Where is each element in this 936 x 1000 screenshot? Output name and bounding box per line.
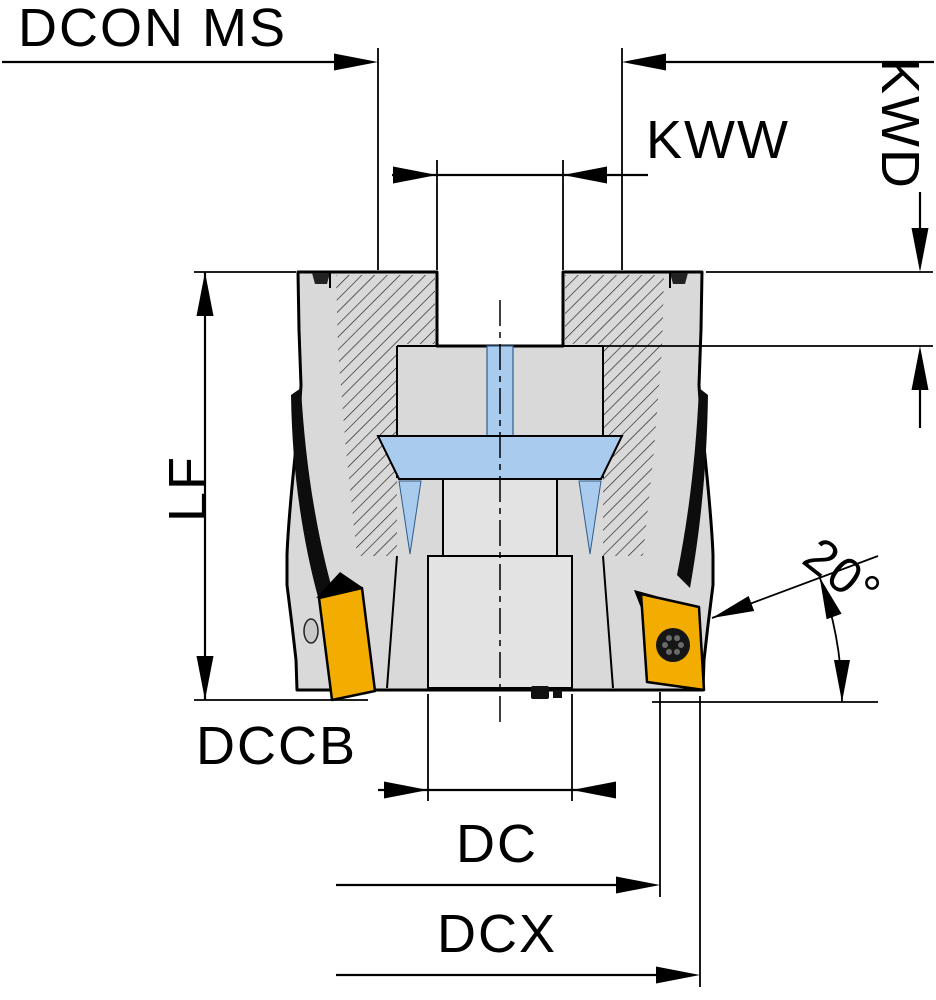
insert-left [317, 586, 377, 702]
arrowhead [616, 876, 660, 894]
chip-gash-left [291, 388, 331, 597]
clamp-screw-tip-small [553, 690, 562, 698]
label-lf: LF [158, 455, 218, 522]
pocket-wall-right [602, 555, 614, 689]
label-angle: 20° [793, 527, 892, 621]
dimension-kwd: KWD [566, 58, 933, 428]
arrowhead [384, 781, 428, 799]
insert-left-group [303, 572, 377, 702]
arrowhead [622, 53, 666, 71]
dimension-dcon-ms: DCON MS [2, 0, 934, 270]
dimension-dc: DC [336, 692, 661, 897]
label-dcx: DCX [437, 904, 557, 964]
rim-notch-right [670, 273, 688, 284]
arrowhead [563, 166, 607, 184]
rim-notch-left [312, 273, 330, 284]
arrowhead [819, 577, 842, 620]
arrowhead [196, 272, 214, 316]
dimension-dcx: DCX [336, 696, 701, 987]
label-kwd: KWD [870, 58, 930, 190]
torx-socket-icon [662, 635, 684, 655]
chip-gash-right [677, 388, 708, 588]
arrowhead [834, 660, 850, 702]
pocket-wall-left [386, 555, 398, 689]
insert-screw-head [656, 628, 690, 662]
arrowhead [712, 596, 755, 618]
cone-contact-face-right [578, 480, 602, 555]
arrowhead [911, 228, 929, 272]
label-dccb: DCCB [196, 716, 357, 776]
clamp-screw-tip [531, 686, 549, 699]
dimension-kww: KWW [392, 110, 790, 270]
cone-contact-face-left [398, 480, 422, 555]
arrowhead [911, 346, 929, 390]
arrowhead [572, 781, 616, 799]
insert-right-group [634, 590, 706, 692]
pocket-shadow-left [316, 572, 362, 598]
arrowhead [196, 656, 214, 700]
pocket-hole-left [303, 618, 319, 644]
arrowhead [393, 166, 437, 184]
label-dcon-ms: DCON MS [18, 0, 287, 58]
arrowhead [334, 53, 378, 71]
label-kww: KWW [646, 110, 790, 170]
label-dc: DC [456, 814, 538, 874]
dimension-dccb: DCCB [196, 694, 616, 801]
section-hatch-left [336, 275, 435, 556]
dimension-lf: LF [158, 271, 368, 701]
arrowhead [656, 966, 700, 984]
